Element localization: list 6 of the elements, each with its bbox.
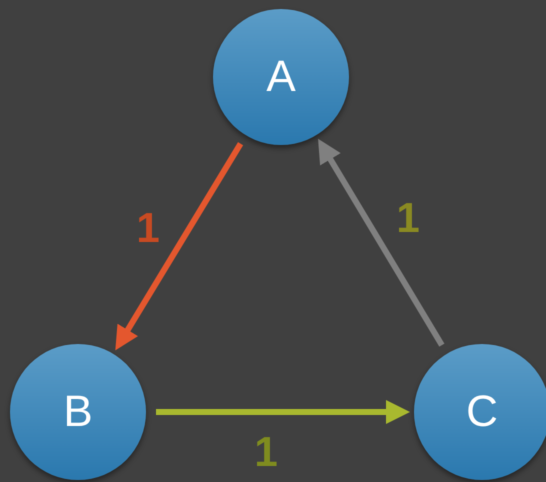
arrow xyxy=(115,142,244,350)
arrow xyxy=(156,400,410,424)
arrow xyxy=(318,138,444,347)
node-label: A xyxy=(266,55,296,99)
node-label: C xyxy=(466,390,498,434)
node-label: B xyxy=(63,390,93,434)
